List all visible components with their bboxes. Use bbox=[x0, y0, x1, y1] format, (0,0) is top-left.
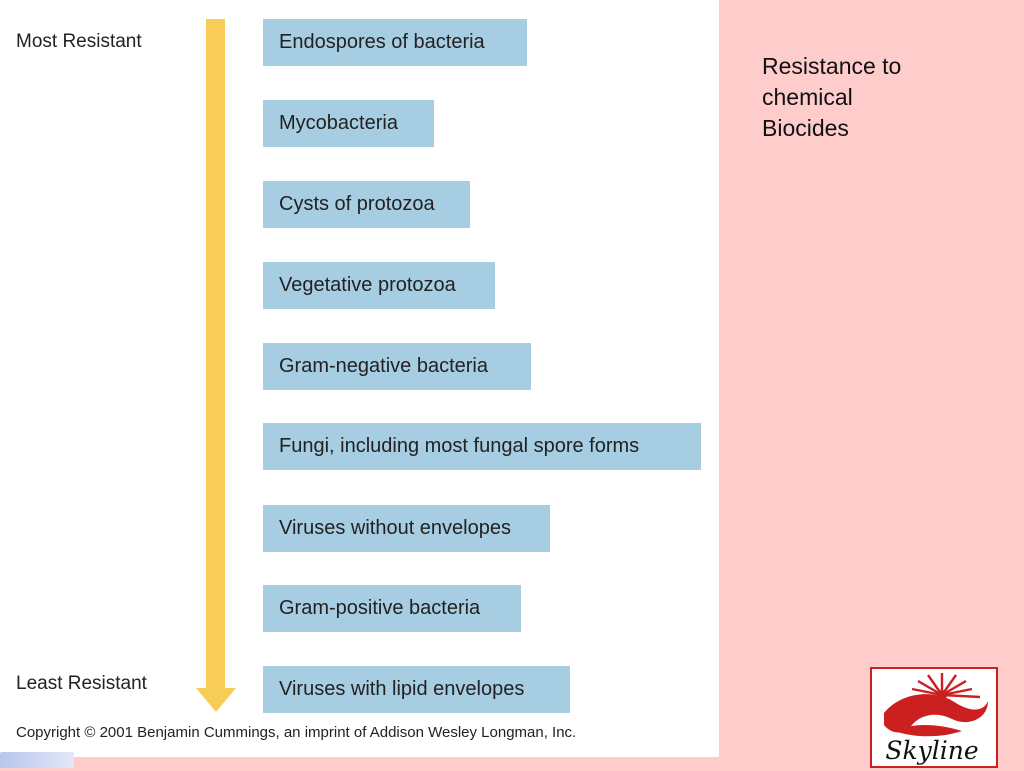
organism-box: Gram-positive bacteria bbox=[263, 585, 521, 632]
organism-box: Cysts of protozoa bbox=[263, 181, 470, 228]
svg-text:Skyline: Skyline bbox=[885, 736, 978, 765]
organism-box: Gram-negative bacteria bbox=[263, 343, 531, 390]
corner-graphic bbox=[0, 752, 74, 768]
least-resistant-label: Least Resistant bbox=[16, 673, 147, 694]
resistance-arrow-shaft bbox=[206, 19, 225, 689]
slide-title: Resistance to chemical Biocides bbox=[762, 53, 902, 141]
organism-box: Endospores of bacteria bbox=[263, 19, 527, 66]
organism-box: Viruses without envelopes bbox=[263, 505, 550, 552]
organism-box: Fungi, including most fungal spore forms bbox=[263, 423, 701, 470]
organism-box: Vegetative protozoa bbox=[263, 262, 495, 309]
resistance-arrow-head bbox=[196, 688, 236, 712]
organism-box: Viruses with lipid envelopes bbox=[263, 666, 570, 713]
most-resistant-label: Most Resistant bbox=[16, 31, 142, 52]
copyright-notice: Copyright © 2001 Benjamin Cummings, an i… bbox=[16, 724, 577, 741]
resistance-diagram: Most Resistant Least Resistant Endospore… bbox=[0, 0, 719, 757]
organism-box: Mycobacteria bbox=[263, 100, 434, 147]
skyline-logo-icon: Skyline bbox=[884, 673, 988, 765]
skyline-logo: Skyline bbox=[870, 667, 998, 768]
